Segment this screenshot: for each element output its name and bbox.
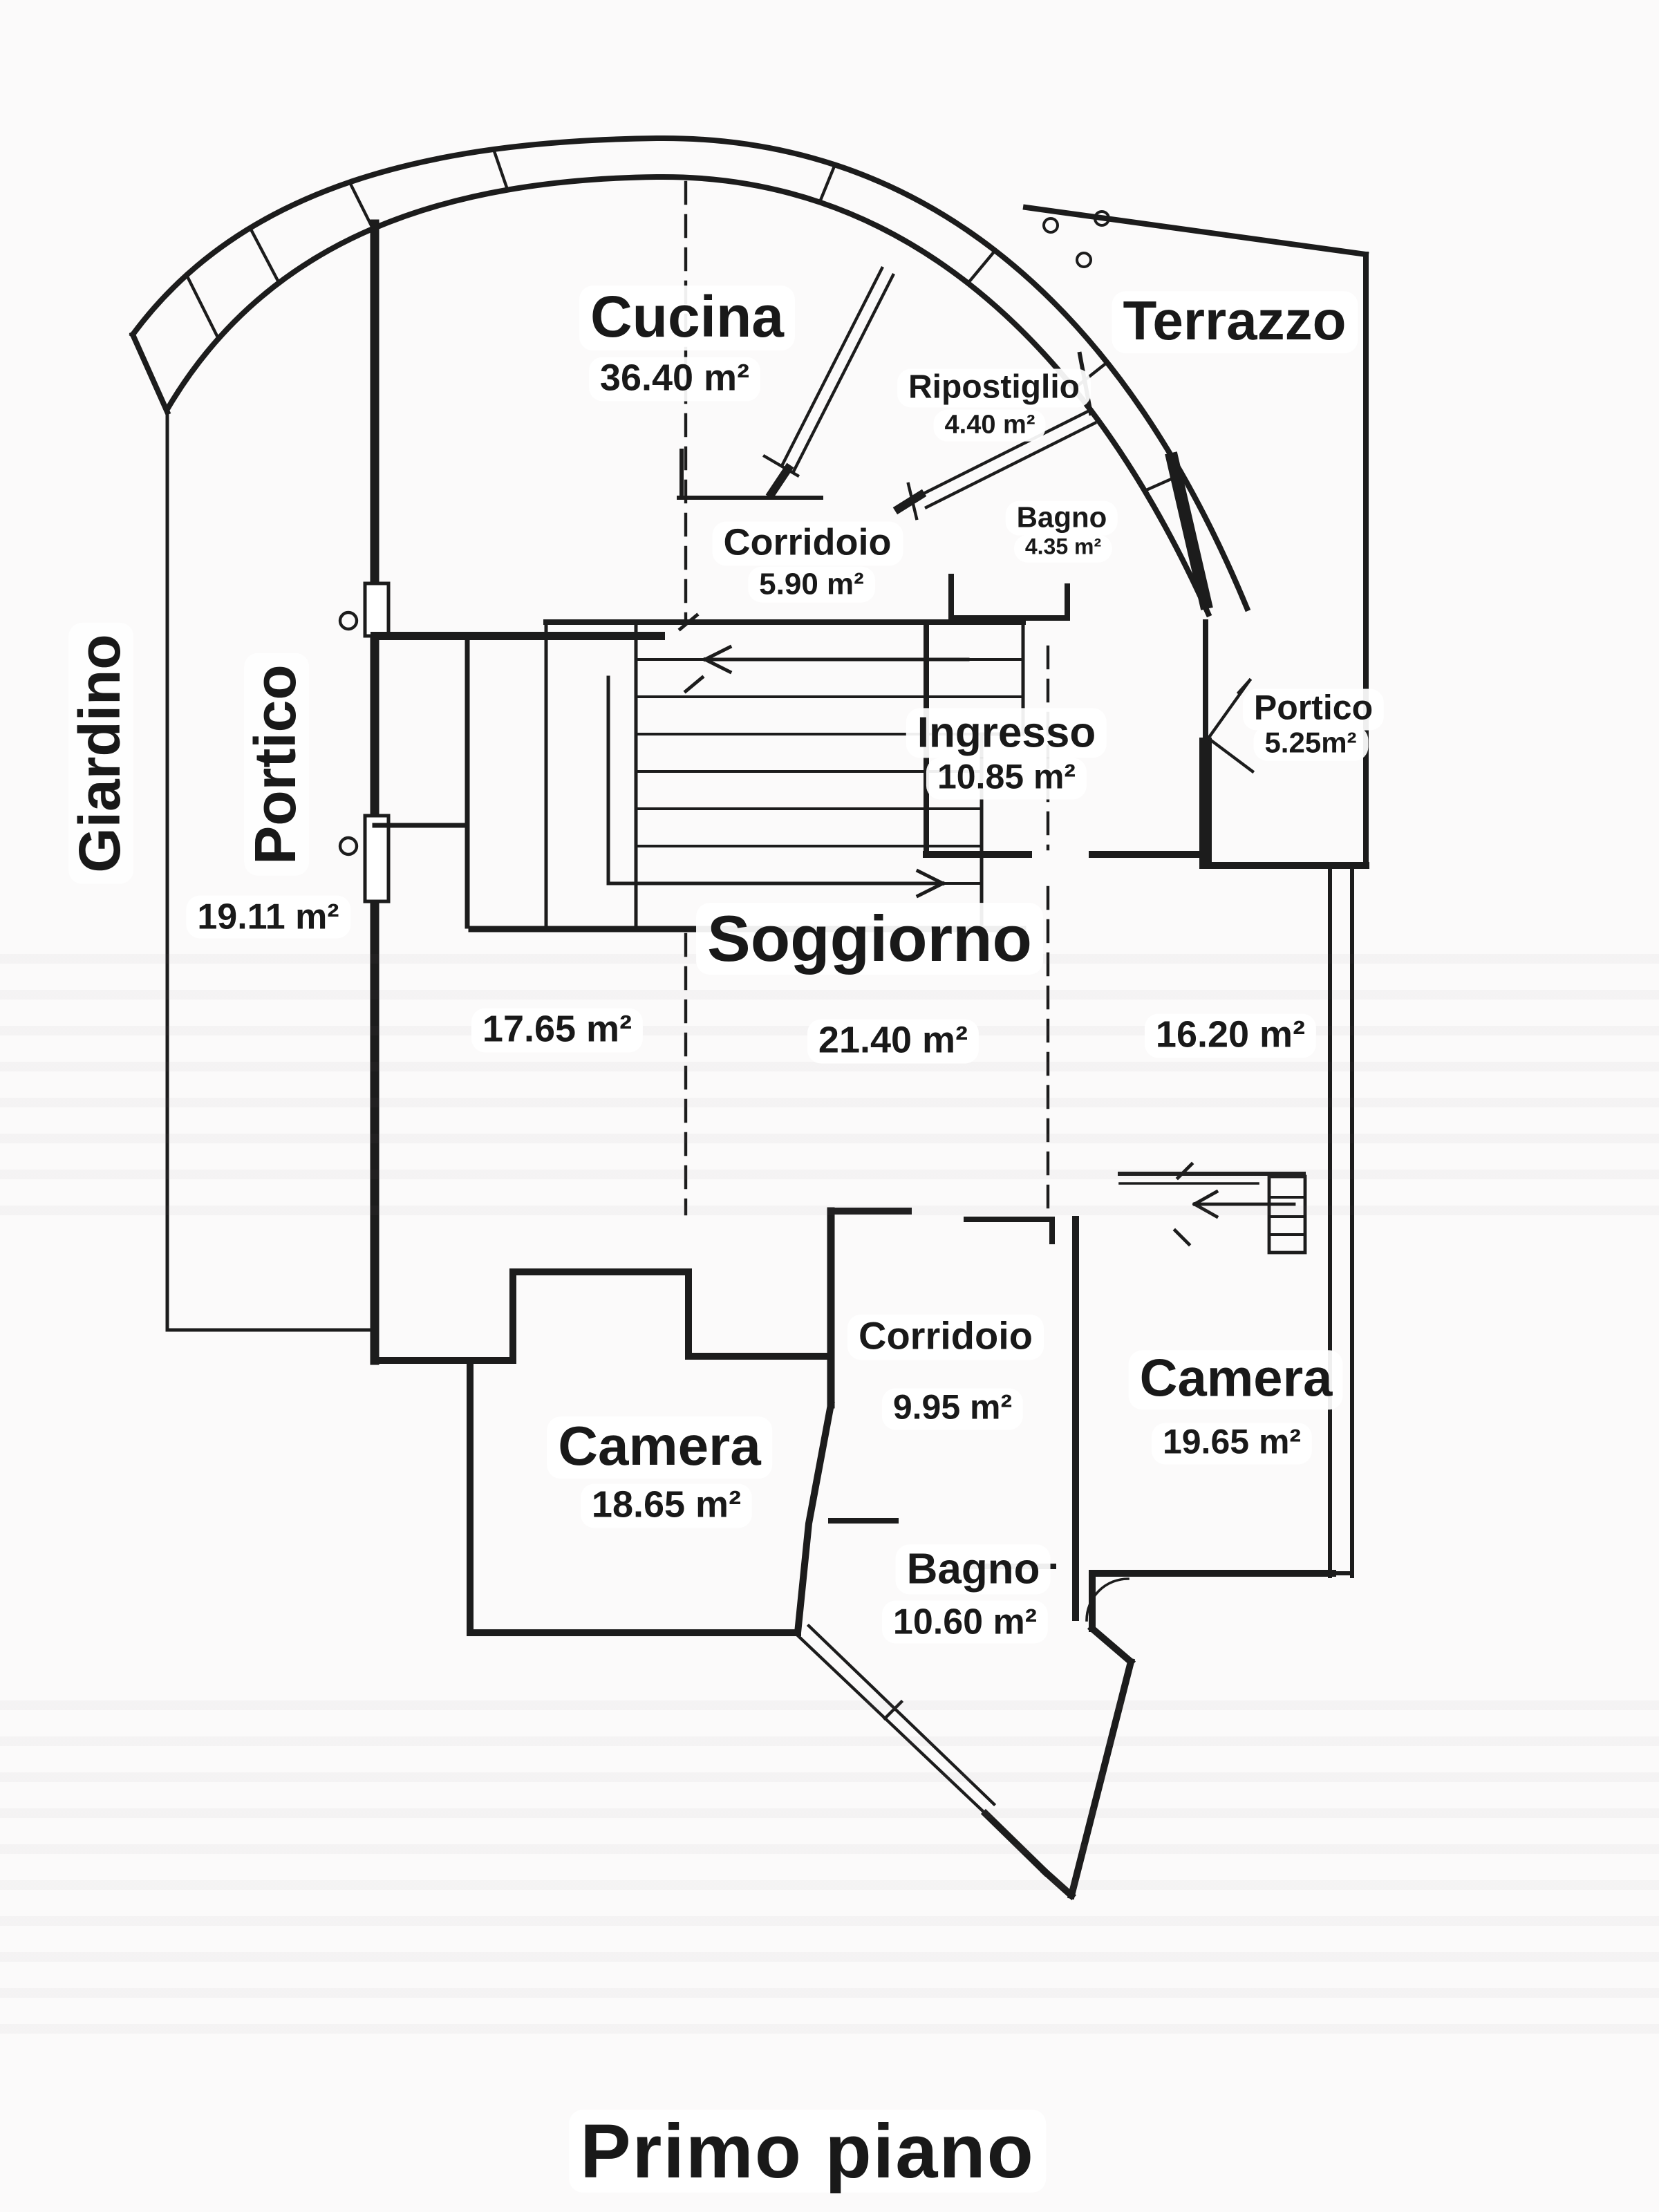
room-label-bagno-lower: Bagno: [895, 1544, 1051, 1594]
room-area-bagno-upper: 4.35 m²: [1013, 534, 1113, 563]
room-label-camera-left: Camera: [547, 1416, 772, 1479]
soggiorno-section-area-2: 21.40 m²: [807, 1019, 980, 1063]
room-area-bagno-lower: 10.60 m²: [881, 1600, 1049, 1643]
room-label-camera-right: Camera: [1128, 1350, 1344, 1409]
floor-title: Primo piano: [569, 2109, 1046, 2193]
room-label-ripostiglio: Ripostiglio: [897, 368, 1091, 409]
area-portico-left: 19.11 m²: [186, 895, 350, 938]
window-mullion-ticks: [185, 147, 1184, 493]
area-label-portico-left: Portico: [243, 653, 309, 876]
curved-wall-left-end: [129, 330, 171, 416]
small-stair-arrow: [1172, 1161, 1296, 1247]
room-label-corridoio-upper: Corridoio: [712, 521, 903, 565]
room-area-portico-right: 5.25m²: [1253, 726, 1368, 762]
room-area-corridoio-lower: 9.95 m²: [881, 1388, 1024, 1430]
room-area-ingresso: 10.85 m²: [926, 758, 1087, 799]
kitchen-peninsula: [677, 449, 823, 500]
room-label-corridoio-lower: Corridoio: [847, 1314, 1044, 1360]
bagno-door-swing: [1085, 1577, 1130, 1622]
room-area-corridoio-upper: 5.90 m²: [748, 566, 875, 603]
terrazzo-top-wall: [1022, 204, 1369, 258]
room-label-bagno-upper: Bagno: [1005, 500, 1118, 536]
terrazzo-drain-circles: [1042, 210, 1110, 268]
room-label-ingresso: Ingresso: [906, 708, 1107, 758]
room-area-camera-right: 19.65 m²: [1151, 1423, 1313, 1464]
room-area-cucina: 36.40 m²: [588, 357, 761, 401]
closet-under-stairs: [372, 636, 470, 929]
room-label-portico-right: Portico: [1242, 688, 1385, 730]
room-label-terrazzo: Terrazzo: [1112, 291, 1358, 353]
soggiorno-section-area-3: 16.20 m²: [1144, 1013, 1317, 1058]
bagno-lower-left-wall: [794, 1400, 835, 1637]
soggiorno-section-area-1: 17.65 m²: [471, 1008, 644, 1052]
room-area-camera-left: 18.65 m²: [580, 1483, 753, 1528]
ripostiglio-diagonal-wall: [762, 266, 895, 478]
bay-window-left-slant: [795, 1623, 997, 1817]
small-stair: [1267, 1174, 1307, 1255]
camera-left-top-step: [371, 1268, 834, 1364]
room-label-cucina: Cucina: [579, 285, 796, 350]
curved-wall-outer: [129, 135, 1251, 612]
entry-door-swing: [1206, 677, 1255, 774]
room-area-ripostiglio: 4.40 m²: [933, 409, 1047, 442]
room-label-soggiorno: Soggiorno: [696, 903, 1043, 975]
area-label-giardino: Giardino: [67, 623, 133, 884]
door-hinge-circles: [338, 610, 359, 856]
curved-wall-thick-segment: [1165, 451, 1213, 610]
portico-door-jambs: [363, 581, 391, 903]
bay-right-slant: [1067, 1657, 1136, 1900]
bagno-lower-wall: [948, 574, 1070, 621]
